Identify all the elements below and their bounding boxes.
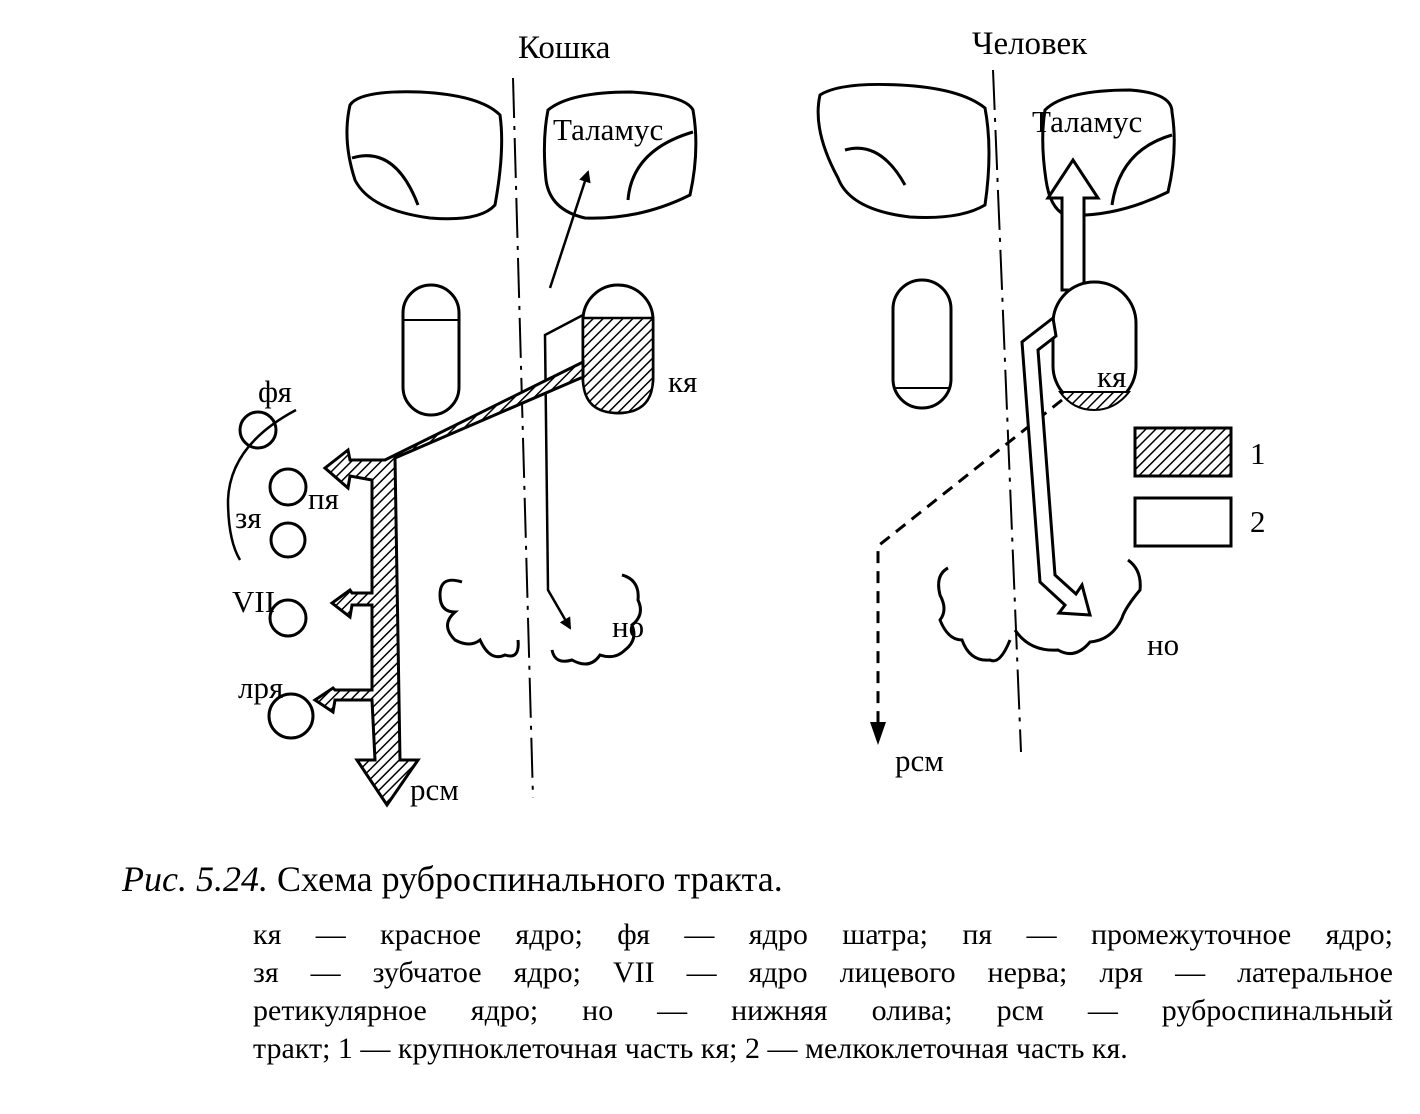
cat-red-nucleus-left [401, 283, 461, 417]
cat-inferior-olive-left [438, 578, 520, 659]
cat-facial-nucleus [268, 598, 308, 638]
human-olive-label: но [1147, 627, 1179, 662]
legend-line: ретикулярное ядро; но — нижняя олива; рс… [253, 994, 1393, 1027]
cat-rubrospinal-tract [312, 359, 585, 808]
human-red-nucleus-label: кя [1097, 359, 1126, 394]
human-thalamic-projection [1045, 157, 1101, 292]
cat-midline [512, 77, 534, 799]
human-inferior-olive-left [937, 566, 1012, 663]
human-olivary-projection [1020, 315, 1092, 617]
figure-number: Рис. 5.24. [122, 859, 268, 899]
legend-line: тракт; 1 — крупноклеточная часть кя; 2 —… [253, 1032, 1128, 1065]
figure-caption-title: Рис. 5.24. Схема руброспинального тракта… [122, 858, 783, 900]
legend-line: кя — красное ядро; фя — ядро шатра; пя —… [253, 918, 1393, 951]
figure-title: Схема руброспинального тракта. [276, 859, 783, 899]
cat-fastigial-label: фя [258, 374, 292, 409]
human-panel: Человек Таламус кя рсм но 1 2 [816, 26, 1266, 778]
legend-line: зя — зубчатое ядро; VII — ядро лицевого … [253, 956, 1393, 989]
human-thalamus-left [816, 82, 991, 219]
cat-olive-label: но [612, 609, 644, 644]
cat-olivary-projection [543, 313, 584, 630]
cat-interposed-nucleus [268, 467, 308, 507]
human-red-nucleus-left [891, 278, 953, 410]
cat-title: Кошка [518, 30, 611, 66]
cat-rubrospinal-label: рсм [410, 772, 459, 807]
human-midline [992, 69, 1022, 753]
cat-panel: Кошка Таламус кя рсм фя пя зя VII [226, 30, 698, 808]
cat-red-nucleus-label: кя [668, 364, 697, 399]
legend-label-2: 2 [1250, 504, 1266, 539]
figure-legend-text: кя — красное ядро; фя — ядро шатра; пя —… [253, 916, 1393, 1068]
cat-inferior-olive-right [550, 573, 642, 666]
legend-label-1: 1 [1250, 436, 1266, 471]
cat-dentate-label: зя [235, 500, 262, 535]
cat-lateral-reticular-nucleus [267, 692, 315, 740]
human-title: Человек [972, 26, 1088, 62]
cat-thalamus-left [345, 90, 504, 221]
cat-dentate-nucleus [269, 521, 307, 559]
cat-thalamus-right [542, 90, 698, 220]
cat-facial-label: VII [232, 584, 275, 619]
cat-thalamic-projection [548, 170, 591, 289]
rubrospinal-diagram: Кошка Таламус кя рсм фя пя зя VII [226, 26, 1266, 808]
human-inferior-olive-right [1013, 558, 1142, 656]
legend-swatch-magnocellular [1133, 426, 1233, 478]
human-thalamus-label: Таламус [1032, 104, 1142, 139]
human-rubrospinal-label: рсм [895, 743, 944, 778]
cat-interposed-label: пя [308, 481, 339, 516]
cat-lateral-reticular-label: лря [238, 670, 283, 705]
cat-thalamus-label: Таламус [553, 112, 663, 147]
cat-fastigial-nucleus [238, 410, 278, 450]
legend-swatch-parvocellular [1133, 496, 1233, 548]
human-thalamus-right [1041, 88, 1176, 217]
